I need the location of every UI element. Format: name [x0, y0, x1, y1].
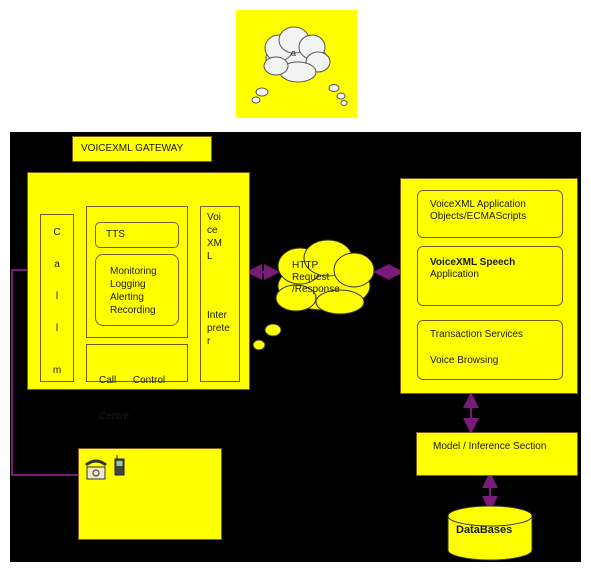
database-label: DataBases: [456, 524, 513, 536]
http-cloud-label: HTTP Request /Response: [292, 260, 340, 295]
tts-box: TTS: [95, 222, 179, 248]
transaction-services-box: Transaction Services Voice Browsing: [417, 320, 563, 380]
call-char: l: [55, 291, 59, 302]
monitoring-box: Monitoring Logging Alerting Recording: [95, 254, 179, 326]
monitoring-line: Monitoring: [110, 266, 157, 277]
monitoring-line: Logging: [110, 279, 146, 290]
call-char: l: [55, 323, 59, 334]
thought-letter: a: [291, 48, 297, 58]
database-cylinder-icon: [447, 505, 533, 561]
speech-application-box: VoiceXML Speech Application: [417, 246, 563, 306]
model-inference-box: Model / Inference Section: [416, 432, 578, 476]
phone-call-connector: [11, 262, 78, 476]
monitoring-line: Alerting: [110, 292, 144, 303]
telephone-icon: [85, 459, 107, 480]
call-column-box: C a l l m: [40, 214, 74, 382]
application-objects-box: VoiceXML Application Objects/ECMAScripts: [417, 190, 563, 238]
voicexml-interpreter-box: Voi ce XM L Inter prete r: [200, 206, 240, 382]
call-char: m: [52, 365, 62, 376]
services-group-box: [86, 206, 188, 338]
http-cloud-icon: [252, 239, 375, 351]
call-control-box: Call Control Centre: [86, 344, 188, 422]
application-server-box: [400, 178, 578, 394]
phone-box: [78, 448, 222, 540]
call-char: a: [54, 259, 60, 270]
gateway-title: VOICEXML GATEWAY: [72, 136, 212, 162]
monitoring-line: Recording: [110, 305, 156, 316]
thought-bubble-panel: a: [236, 10, 357, 118]
call-char: C: [53, 227, 61, 238]
mobile-phone-icon: [114, 455, 125, 476]
thought-cloud-icon: [251, 26, 348, 106]
